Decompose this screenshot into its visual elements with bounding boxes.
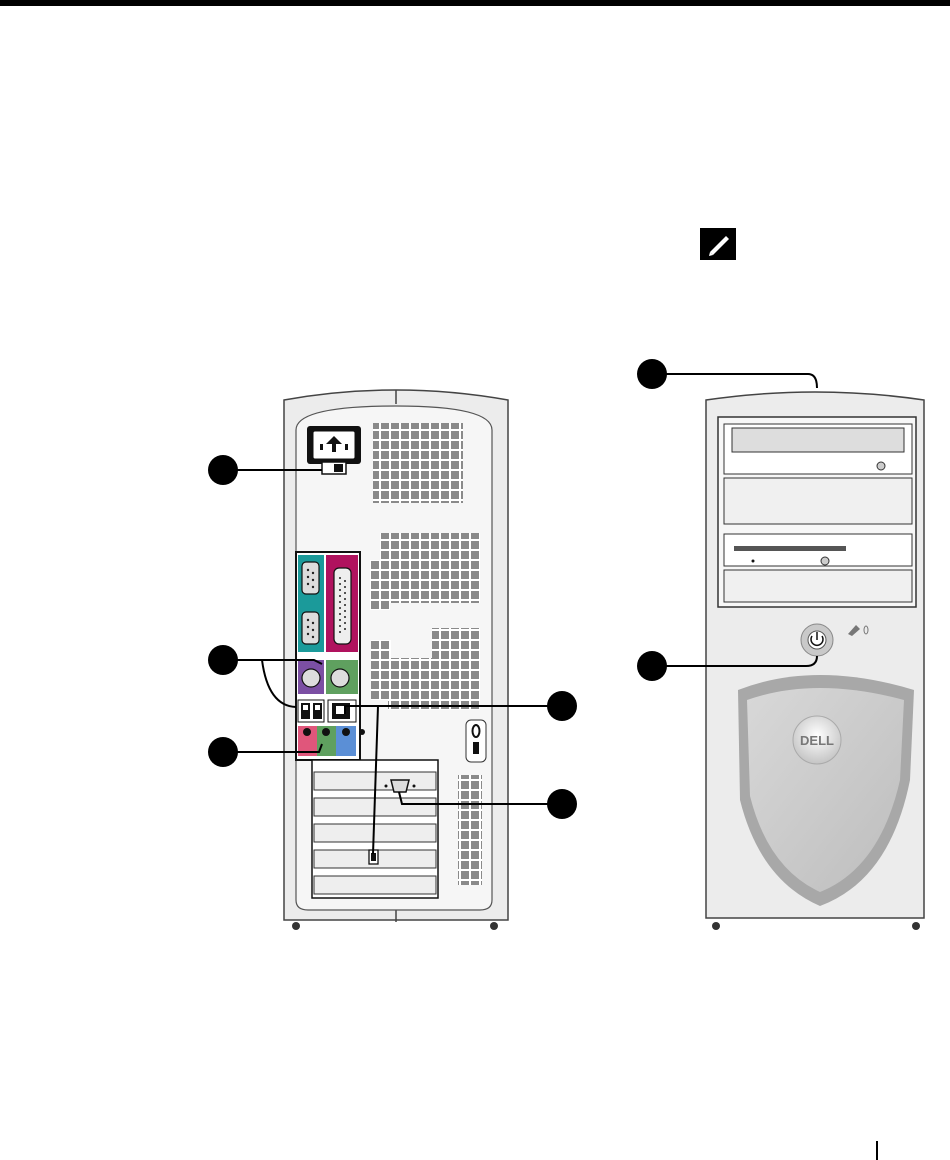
svg-text:DELL: DELL bbox=[800, 733, 834, 748]
callout-dot bbox=[637, 651, 667, 681]
page-footer-rule bbox=[876, 1141, 878, 1160]
padlock-ring-icon bbox=[466, 720, 486, 762]
computer-back-view bbox=[208, 390, 577, 930]
computer-front-view: DELL bbox=[637, 359, 924, 930]
callout-dot bbox=[208, 645, 238, 675]
callout-dot bbox=[208, 455, 238, 485]
dell-logo: DELL bbox=[793, 716, 841, 764]
vent-grille bbox=[380, 533, 480, 603]
callout-dot bbox=[547, 691, 577, 721]
vent-grille bbox=[388, 658, 480, 710]
callout-dot bbox=[208, 737, 238, 767]
callout-dot bbox=[637, 359, 667, 389]
vent-grille bbox=[370, 560, 390, 610]
io-panel bbox=[296, 552, 365, 760]
vent-grille bbox=[458, 775, 482, 885]
vent-grille bbox=[373, 423, 463, 503]
power-button-icon bbox=[801, 624, 833, 656]
callout-dot bbox=[547, 789, 577, 819]
